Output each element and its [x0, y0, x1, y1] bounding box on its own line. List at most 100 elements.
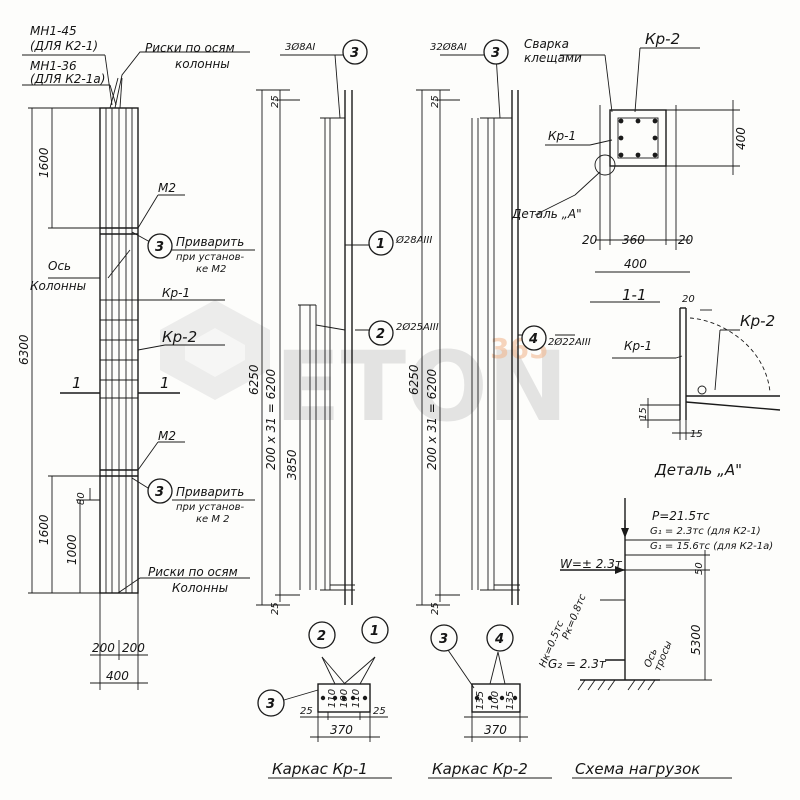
frame-kr1-elevation	[256, 39, 394, 606]
dim-1000: 1000	[65, 534, 79, 565]
mark-for-k2-1a: (ДЛЯ К2-1а)	[30, 72, 105, 86]
kr1-section-circle-1: 1	[370, 624, 379, 639]
frame1-circle-1: 1	[376, 237, 385, 252]
frame2-bar-label: 32Ø8AI	[430, 41, 467, 53]
welding-line1: Сварка	[524, 37, 569, 51]
frame1-dim-6250: 6250	[247, 364, 261, 395]
load-g1-k2-1a: G₁ = 15.6тс (для К2-1а)	[650, 541, 773, 552]
axis-label-line2: Колонны	[30, 279, 86, 293]
mark-for-k2-1: (ДЛЯ К2-1)	[30, 39, 98, 53]
kr1-dim-total: 370	[330, 723, 353, 737]
section-dim-15-v: 15	[638, 407, 649, 420]
frame2-dim-25-top: 25	[430, 95, 441, 108]
axis-label-line1: Ось	[48, 259, 71, 273]
load-pk: Pк=0.8тс	[561, 592, 589, 641]
load-g2: G₂ = 2.3т	[548, 657, 607, 671]
dim-1600-bottom: 1600	[37, 514, 51, 545]
kr1-dim-3: 110	[351, 689, 362, 708]
frame1-bar-1: Ø28AIII	[395, 234, 432, 246]
risks-bot-line2: Колонны	[172, 581, 228, 595]
weld-bot-line2: при установ-	[176, 502, 244, 513]
watermark: ETON 365	[160, 300, 568, 443]
detail-kr1-label: Кр-1	[548, 129, 576, 143]
load-g1-k2-1: G₁ = 2.3тс (для К2-1)	[650, 526, 761, 537]
frame1-circle-2: 2	[376, 327, 385, 342]
load-dim-5300: 5300	[689, 624, 703, 655]
callout-3-top: 3	[155, 240, 164, 255]
callout-3-bottom: 3	[155, 485, 164, 500]
dim-80: 80	[76, 492, 87, 505]
welding-line2: клещами	[524, 51, 582, 65]
weld-top-line2: при установ-	[176, 252, 244, 263]
kr2-caption: Каркас Кр-2	[432, 760, 528, 778]
frame1-dim-25-top: 25	[270, 95, 281, 108]
kr2-label: Кр-2	[162, 328, 197, 346]
kr2-dim-1: 100	[490, 691, 501, 710]
frame-kr2-elevation	[416, 39, 575, 606]
weld-bot-line3: ке М 2	[196, 514, 230, 525]
frame2-circle-4: 4	[528, 332, 538, 347]
kr2-section-circle-3: 3	[439, 632, 448, 647]
risks-top-line2: колонны	[175, 57, 230, 71]
frame1-dim-25-bottom: 25	[270, 602, 281, 615]
frame2-dim-6250: 6250	[407, 364, 421, 395]
kr1-dim-2: 100	[339, 689, 350, 708]
section-1-1-title: 1-1	[622, 286, 647, 304]
dim-200-left: 200	[92, 641, 115, 655]
column-cross-section	[534, 47, 740, 273]
kr2-dim-total: 370	[484, 723, 507, 737]
kr1-section-circle-3: 3	[266, 697, 275, 712]
frame1-dim-200x31: 200 x 31 = 6200	[264, 369, 278, 470]
kr1-section	[257, 616, 389, 742]
risks-top-line1: Риски по осям	[145, 41, 235, 55]
frame2-circle-3: 3	[491, 46, 500, 61]
load-scheme	[560, 498, 712, 691]
mark-mn1-36: МН1-36	[30, 59, 77, 73]
frame1-bar-label: 3Ø8AI	[285, 41, 315, 53]
section-dim-15-h: 15	[690, 429, 703, 440]
kr2-dim-2: 135	[505, 691, 516, 710]
frame1-circle-3: 3	[350, 46, 359, 61]
load-p: P=21.5тс	[652, 509, 710, 523]
section-mark-right: 1	[160, 374, 170, 392]
frame2-bar-4: 2Ø22AIII	[548, 336, 591, 348]
detail-dim-360: 360	[622, 233, 645, 247]
kr2-section-circle-4: 4	[494, 632, 504, 647]
frame2-dim-200x31: 200 x 31 = 6200	[425, 369, 439, 470]
weld-top-line3: ке М2	[196, 264, 226, 275]
dim-400-bottom: 400	[106, 669, 129, 683]
section-kr1-label: Кр-1	[624, 339, 652, 353]
m2-bottom-label: М2	[158, 429, 176, 443]
load-scheme-caption: Схема нагрузок	[575, 760, 700, 778]
kr1-dim-4: 25	[373, 706, 386, 717]
kr2-section	[430, 624, 528, 742]
load-dim-50: 50	[694, 562, 705, 575]
detail-dim-400-h: 400	[624, 257, 647, 271]
kr2-dim-0: 135	[475, 691, 486, 710]
detail-a-caption: Деталь „А"	[654, 461, 742, 479]
load-w: W=± 2.3т	[560, 557, 623, 571]
weld-bot-line1: Приварить	[176, 485, 244, 499]
kr1-section-circle-2: 2	[317, 629, 326, 644]
dim-200-right: 200	[122, 641, 145, 655]
frame1-bar-2: 2Ø25AIII	[396, 321, 439, 333]
weld-top-line1: Приварить	[176, 235, 244, 249]
detail-a-drawing	[590, 301, 781, 440]
dim-6300: 6300	[17, 334, 31, 365]
detail-kr2-label: Кр-2	[645, 30, 680, 48]
section-dim-20: 20	[682, 294, 695, 305]
kr1-dim-1: 110	[327, 689, 338, 708]
kr1-caption: Каркас Кр-1	[272, 760, 368, 778]
dim-1600-top: 1600	[37, 147, 51, 178]
frame1-dim-3850: 3850	[285, 449, 299, 480]
risks-bot-line1: Риски по осям	[148, 565, 238, 579]
section-kr2-label: Кр-2	[740, 312, 775, 330]
mark-mn1-45: МН1-45	[30, 24, 77, 38]
watermark-brand: ETON	[275, 331, 568, 443]
kr1-dim-0: 25	[300, 706, 313, 717]
detail-dim-20-left: 20	[582, 233, 598, 247]
section-mark-left: 1	[72, 374, 82, 392]
kr1-label: Кр-1	[162, 286, 190, 300]
